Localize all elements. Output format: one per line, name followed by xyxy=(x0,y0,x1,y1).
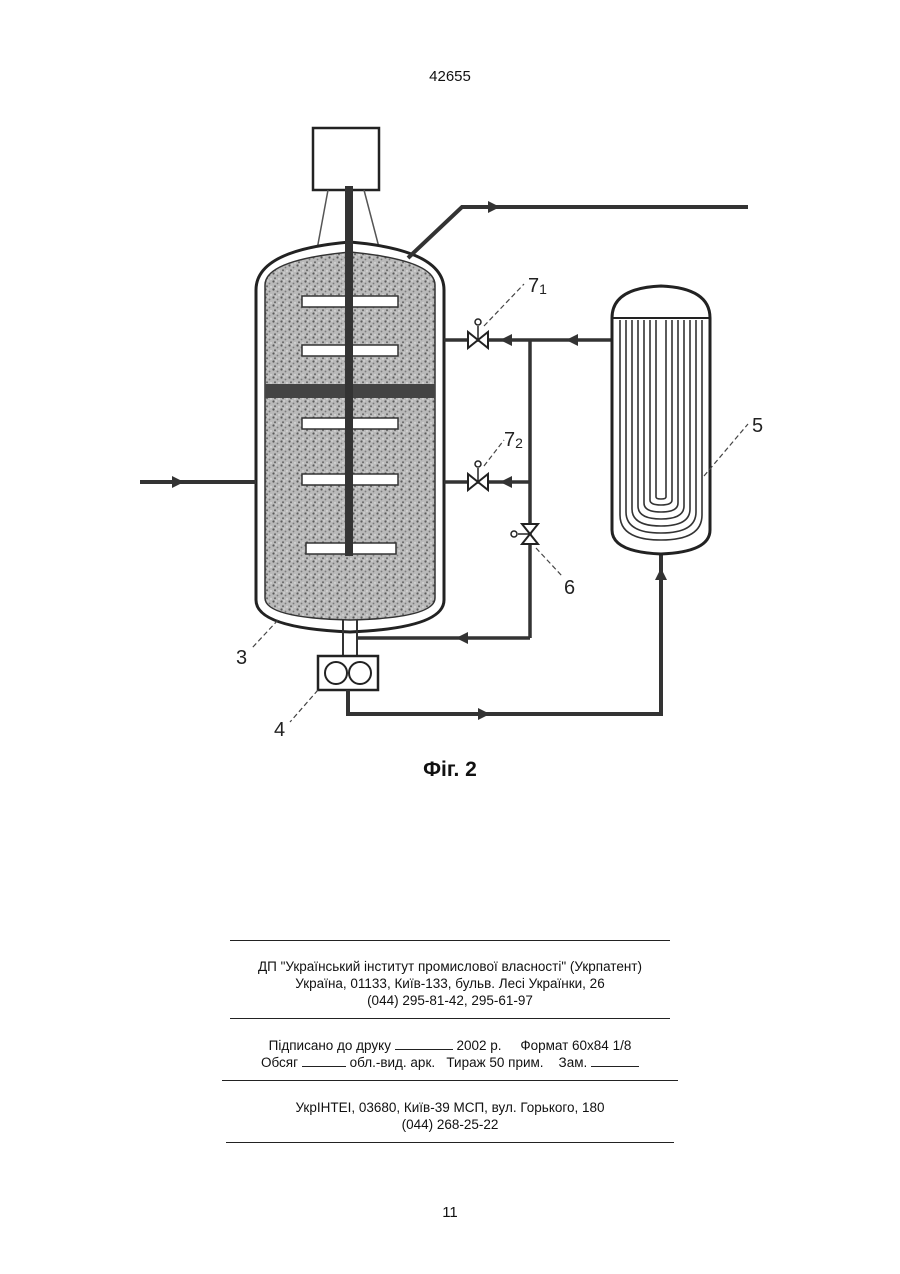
label-pump: 4 xyxy=(274,719,285,741)
imprint-rule-3 xyxy=(222,1080,678,1081)
signed-line: Підписано до друку 2002 р. Формат 60х84 … xyxy=(0,1037,900,1054)
printer-line-1: УкрІНТЕІ, 03680, Київ-39 МСП, вул. Горьк… xyxy=(0,1099,900,1116)
format: Формат 60х84 1/8 xyxy=(520,1038,631,1053)
label-valve-6: 6 xyxy=(564,577,575,599)
order-blank xyxy=(591,1054,639,1067)
motor-box xyxy=(313,128,379,190)
label-reactor: 3 xyxy=(236,647,247,669)
label-valve-71: 71 xyxy=(528,275,547,297)
imprint-rule-4 xyxy=(226,1142,674,1143)
signed-prefix: Підписано до друку xyxy=(269,1038,391,1053)
signed-year: 2002 р. xyxy=(457,1038,502,1053)
imprint-rule-2 xyxy=(230,1018,670,1019)
page-number: 11 xyxy=(0,1204,900,1221)
publisher-line-3: (044) 295-81-42, 295-61-97 xyxy=(0,992,900,1009)
publisher-line-1: ДП "Український інститут промислової вла… xyxy=(0,958,900,975)
imprint-rule-1 xyxy=(230,940,670,941)
volume-line: Обсяг обл.-вид. арк. Тираж 50 прим. Зам. xyxy=(0,1054,900,1071)
print-run: Тираж 50 прим. xyxy=(446,1055,543,1070)
printer-line-2: (044) 268-25-22 xyxy=(0,1116,900,1133)
volume-prefix: Обсяг xyxy=(261,1055,298,1070)
order-prefix: Зам. xyxy=(559,1055,588,1070)
signed-date-blank xyxy=(395,1037,453,1050)
volume-blank xyxy=(302,1054,346,1067)
publisher-line-2: Україна, 01133, Київ-133, бульв. Лесі Ук… xyxy=(0,975,900,992)
process-diagram: 71 72 5 6 3 4 xyxy=(0,0,900,750)
figure-caption: Фіг. 2 xyxy=(0,758,900,782)
label-heat-exchanger: 5 xyxy=(752,415,763,437)
label-valve-72: 72 xyxy=(504,429,523,451)
volume-unit: обл.-вид. арк. xyxy=(350,1055,436,1070)
heat-exchanger xyxy=(612,286,710,554)
